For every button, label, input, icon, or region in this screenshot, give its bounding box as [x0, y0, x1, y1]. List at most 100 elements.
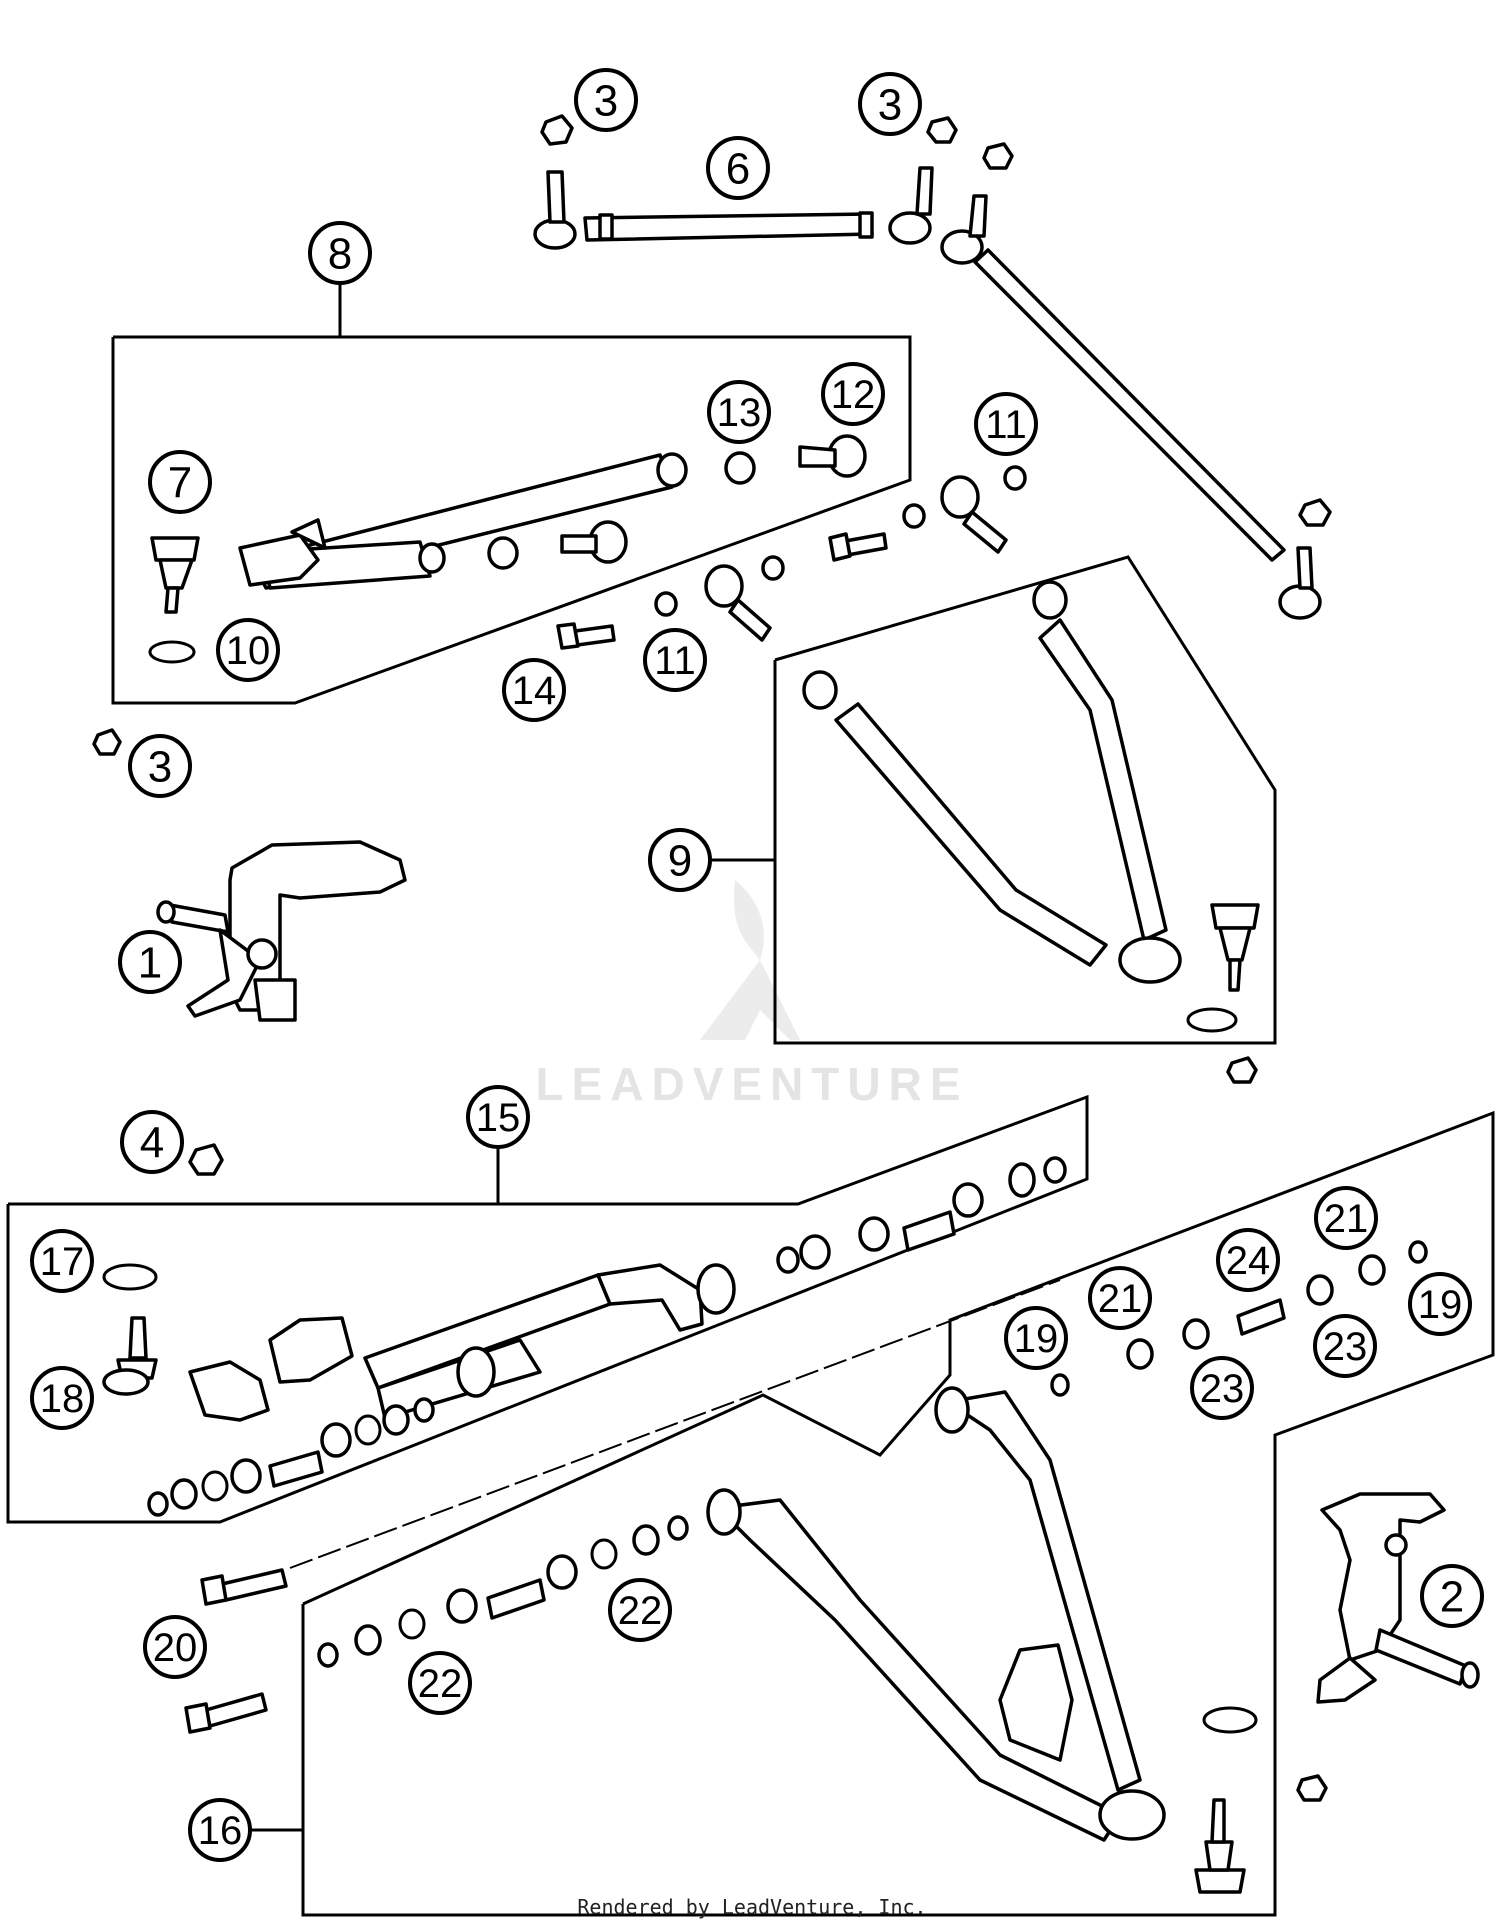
callout-number: 22 — [618, 1589, 663, 1633]
callout-circle — [643, 628, 707, 692]
callout-8: 8 — [308, 221, 372, 285]
callout-number: 21 — [1098, 1277, 1143, 1321]
callout-2: 2 — [1420, 1564, 1484, 1628]
nut-top-mid — [926, 116, 958, 144]
callout-circle — [120, 1110, 184, 1174]
callout-number: 10 — [226, 629, 271, 673]
callout-4: 4 — [120, 1110, 184, 1174]
callout-number: 19 — [1014, 1317, 1059, 1361]
nut-9-lower — [1226, 1056, 1258, 1084]
callout-number: 14 — [512, 669, 557, 713]
callout-circle — [1004, 1306, 1068, 1370]
callout-circle — [143, 1615, 207, 1679]
callout-circle — [118, 930, 182, 994]
watermark-text: LEADVENTURE — [535, 1058, 968, 1110]
callout-19b: 19 — [1408, 1272, 1472, 1336]
leadventure-watermark: LEADVENTURE — [535, 880, 968, 1110]
callout-number: 12 — [831, 373, 876, 417]
ball-joint-9 — [1210, 903, 1260, 992]
callout-circle — [1190, 1356, 1254, 1420]
callout-number: 22 — [418, 1662, 463, 1706]
callout-19a: 19 — [1004, 1306, 1068, 1370]
callout-number: 16 — [198, 1809, 243, 1853]
callout-24: 24 — [1216, 1228, 1280, 1292]
callout-circle — [466, 1085, 530, 1149]
callout-number: 11 — [654, 639, 696, 683]
callout-11b: 11 — [643, 628, 707, 692]
callout-circle — [707, 380, 771, 444]
callout-number: 2 — [1440, 1573, 1464, 1622]
tie-rod-short — [533, 166, 934, 250]
ball-joint-16 — [1194, 1798, 1246, 1894]
callout-number: 20 — [153, 1626, 198, 1670]
callout-number: 21 — [1324, 1197, 1369, 1241]
callout-number: 3 — [878, 81, 902, 130]
axis-line-20 — [289, 1279, 1061, 1569]
callout-number: 23 — [1200, 1367, 1245, 1411]
bushing-mid — [560, 520, 628, 564]
callout-number: 18 — [40, 1377, 85, 1421]
callout-number: 7 — [168, 459, 192, 508]
group-box-9 — [705, 555, 1277, 1045]
callout-circle — [648, 828, 712, 892]
callout-circle — [1420, 1564, 1484, 1628]
callout-circle — [30, 1366, 94, 1430]
callout-14: 14 — [502, 658, 566, 722]
callout-3a: 3 — [574, 68, 638, 132]
callout-15: 15 — [466, 1085, 530, 1149]
footer-credit: Rendered by LeadVenture, Inc. — [577, 1895, 926, 1919]
nut-top-right — [982, 142, 1014, 170]
callout-number: 3 — [148, 743, 172, 792]
tie-rod-long — [940, 194, 1322, 620]
callout-circle — [821, 362, 885, 426]
washer-13 — [724, 451, 756, 485]
callout-number: 19 — [1418, 1283, 1463, 1327]
callout-3c: 3 — [128, 734, 192, 798]
callout-number: 24 — [1226, 1239, 1271, 1283]
bolt-14 — [556, 622, 616, 650]
callout-number: 8 — [328, 230, 352, 279]
bolt-upper-right — [828, 532, 888, 562]
callout-17: 17 — [30, 1229, 94, 1293]
callout-number: 11 — [985, 403, 1027, 447]
callout-number: 15 — [476, 1096, 521, 1140]
nut-top-left — [540, 114, 574, 146]
bushing-set-15-left — [147, 1397, 435, 1517]
callout-7: 7 — [148, 450, 212, 514]
bolt-lower — [184, 1692, 268, 1734]
callout-11a: 11 — [974, 392, 1038, 456]
bushing-set-15-right — [776, 1156, 1067, 1274]
lower-control-arm-lower — [706, 1386, 1166, 1842]
callout-21a: 21 — [1088, 1266, 1152, 1330]
callout-18: 18 — [30, 1366, 94, 1430]
rod-end-mid — [704, 564, 772, 642]
callout-23b: 23 — [1313, 1314, 1377, 1378]
snap-ring-9 — [1186, 1007, 1238, 1033]
snap-ring-17 — [102, 1263, 158, 1291]
callout-circle — [308, 221, 372, 285]
callout-circle — [574, 68, 638, 132]
callout-circle — [148, 450, 212, 514]
bushing-set-right-top — [1050, 1240, 1428, 1397]
callout-number: 9 — [668, 837, 692, 886]
bushing-set-16 — [317, 1515, 689, 1668]
callout-circle — [1314, 1186, 1378, 1250]
group-box-15 — [6, 1094, 1089, 1524]
callout-circle — [128, 734, 192, 798]
nut-rod-end — [1298, 498, 1332, 527]
callout-number: 23 — [1323, 1325, 1368, 1369]
callout-circle — [706, 136, 770, 200]
callout-20: 20 — [143, 1615, 207, 1679]
callout-13: 13 — [707, 380, 771, 444]
callout-circle — [1216, 1228, 1280, 1292]
nut-16-right — [1296, 1774, 1328, 1802]
callout-number: 4 — [140, 1119, 164, 1168]
callout-circle — [858, 72, 922, 136]
callout-3b: 3 — [858, 72, 922, 136]
callout-circle — [30, 1229, 94, 1293]
callout-circle — [502, 658, 566, 722]
callout-number: 3 — [594, 77, 618, 126]
callout-circle — [408, 1651, 472, 1715]
